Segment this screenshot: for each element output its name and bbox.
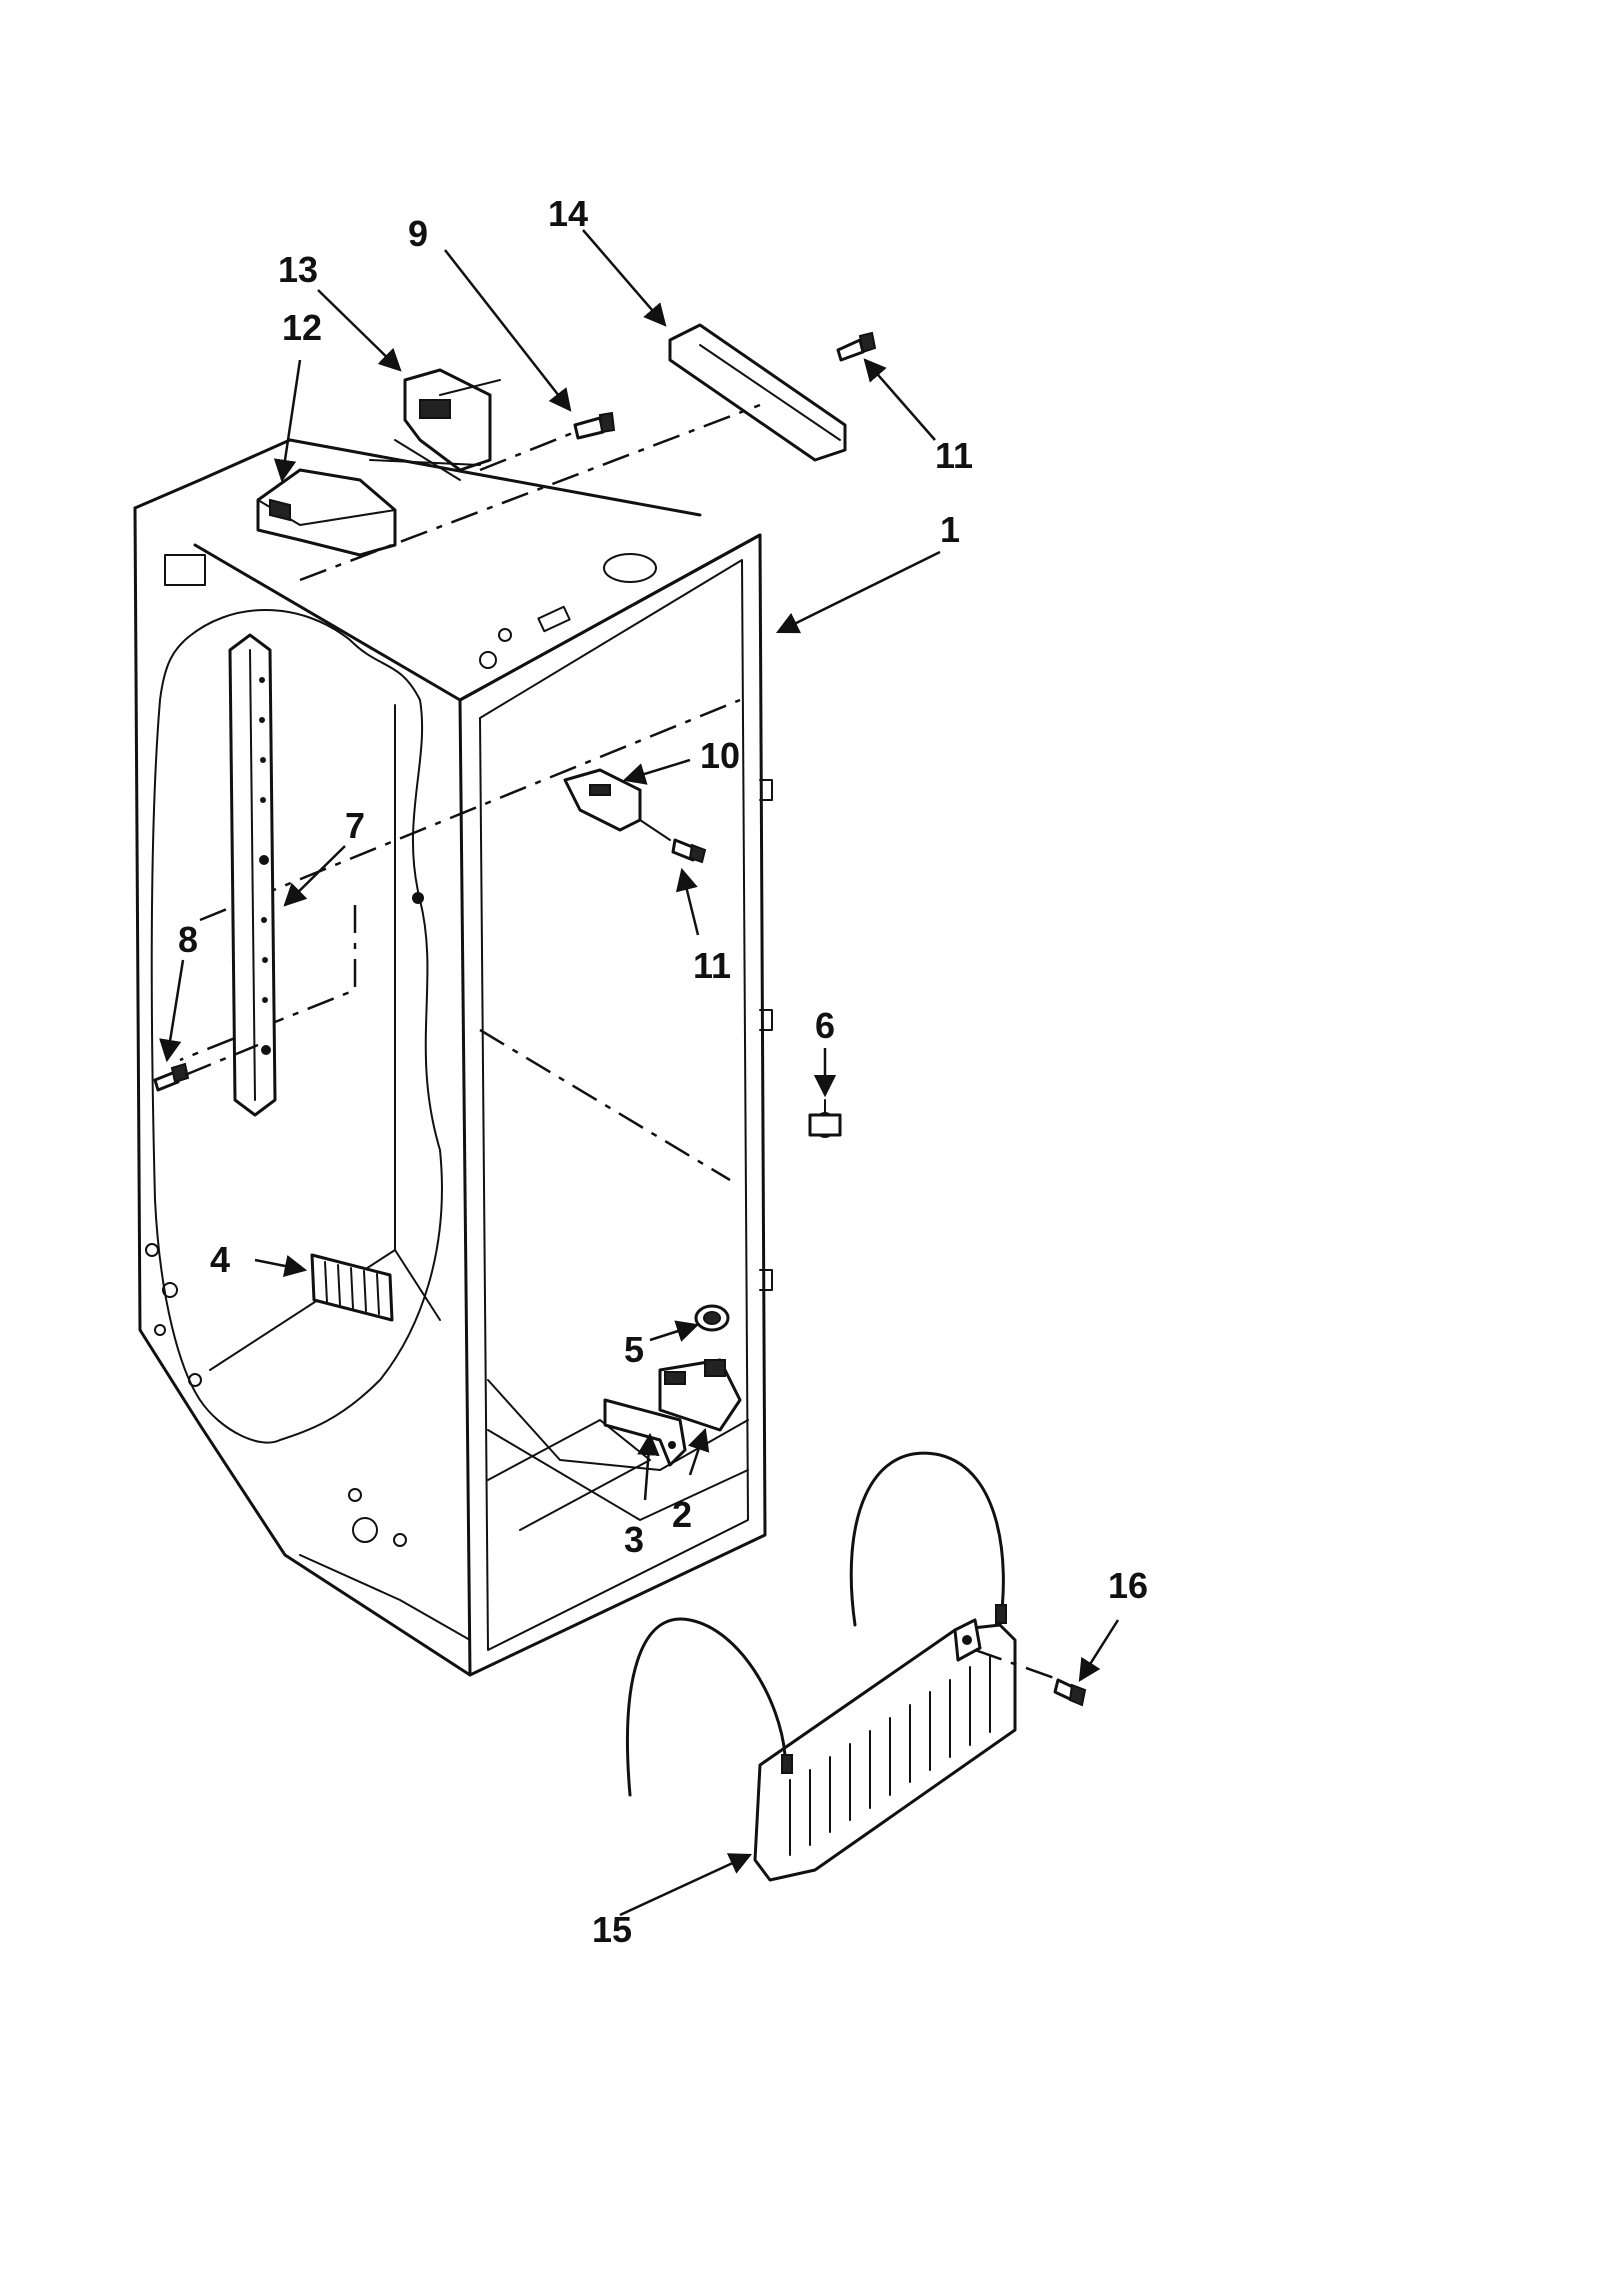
control-housing [256, 468, 397, 557]
top-channel [299, 323, 847, 582]
screw-9 [479, 411, 616, 472]
bracket-2 [658, 1358, 742, 1432]
callout-11-top: 11 [935, 435, 973, 476]
drain-heater [626, 1451, 1061, 1882]
mounting-bracket [369, 368, 501, 481]
callout-11-mid: 11 [693, 945, 731, 986]
callout-labels: 1 2 3 4 5 6 7 8 9 10 11 11 12 13 14 15 1… [178, 193, 1148, 1950]
callout-6: 6 [815, 1005, 835, 1046]
plug-5 [694, 1304, 730, 1332]
callout-10: 10 [700, 735, 740, 776]
bracket-3 [603, 1398, 687, 1467]
vent-grille [310, 1253, 394, 1322]
callout-8: 8 [178, 919, 198, 960]
callout-4: 4 [210, 1239, 230, 1280]
callout-5: 5 [624, 1329, 644, 1370]
screw-8 [153, 1043, 259, 1092]
callout-14: 14 [548, 193, 588, 234]
bracket-10 [563, 768, 671, 841]
callout-2: 2 [672, 1494, 692, 1535]
callout-9: 9 [408, 213, 428, 254]
callout-13: 13 [278, 249, 318, 290]
clip-6 [808, 1099, 842, 1138]
cabinet-liner [133, 438, 773, 1677]
callout-7: 7 [345, 805, 365, 846]
callout-12: 12 [282, 307, 322, 348]
screw-16 [1053, 1678, 1087, 1707]
screw-11-top [836, 331, 877, 362]
shelf-rail [228, 633, 424, 1117]
callout-3: 3 [624, 1519, 644, 1560]
callout-16: 16 [1108, 1565, 1148, 1606]
callout-15: 15 [592, 1909, 632, 1950]
leader-arrows [159, 229, 1120, 1917]
callout-1: 1 [940, 509, 960, 550]
screw-11-mid [671, 838, 707, 864]
